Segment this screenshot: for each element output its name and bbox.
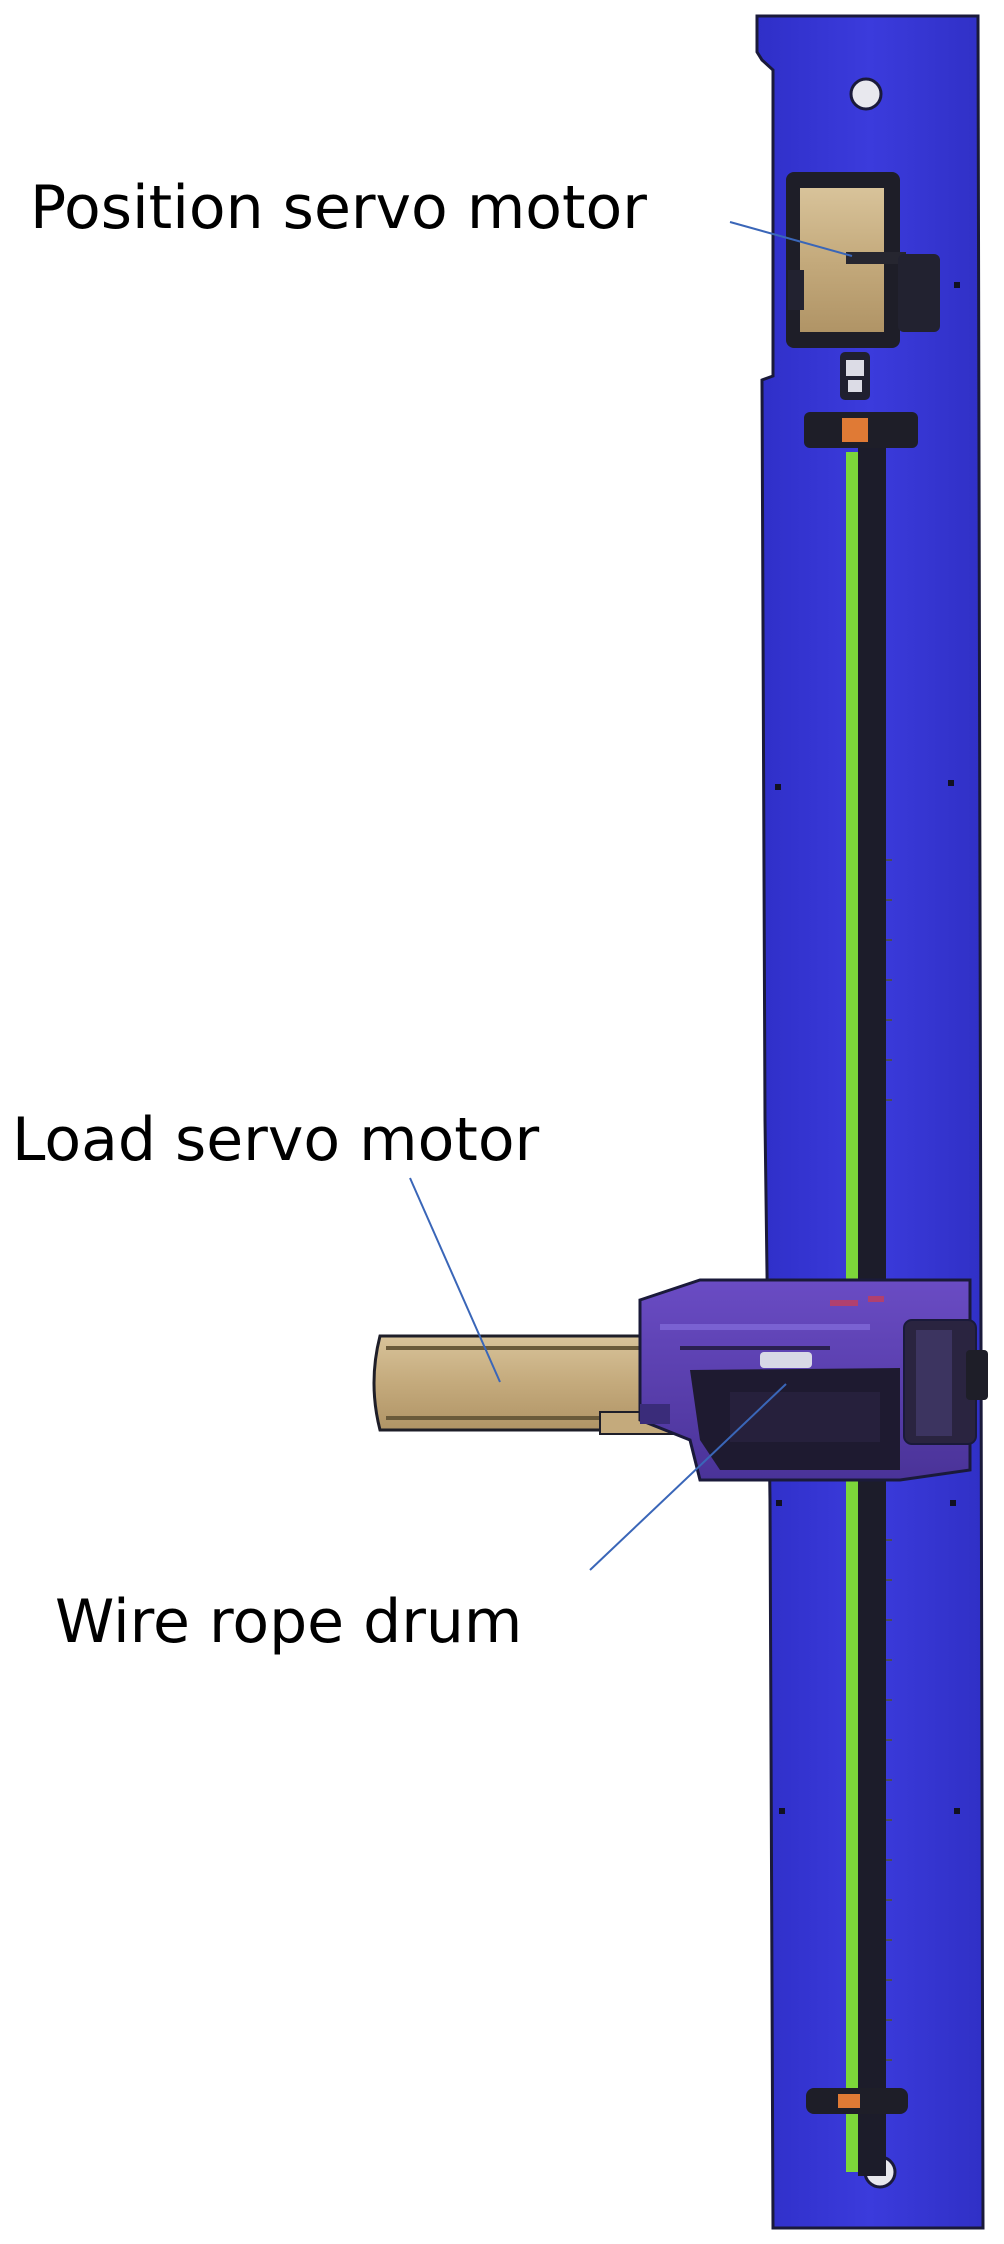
lower-bearing-block <box>806 2088 908 2114</box>
leader-load-servo-motor <box>409 1177 501 1383</box>
top-mount-hole <box>849 77 883 111</box>
label-load-servo-motor: Load servo motor <box>12 1105 540 1175</box>
motor-coupling <box>840 352 870 400</box>
leader-wire-rope-drum <box>589 1383 787 1571</box>
label-wire-rope-drum: Wire rope drum <box>55 1587 523 1657</box>
frame-edge-marks <box>775 282 960 1814</box>
wire-rope-drum <box>690 1368 900 1470</box>
leader-lines <box>409 221 853 1571</box>
label-position-servo-motor: Position servo motor <box>30 173 647 243</box>
side-encoder <box>903 1319 988 1445</box>
leader-position-servo-motor <box>729 221 853 257</box>
upper-bearing-block <box>804 412 918 448</box>
position-servo-motor <box>786 172 940 348</box>
